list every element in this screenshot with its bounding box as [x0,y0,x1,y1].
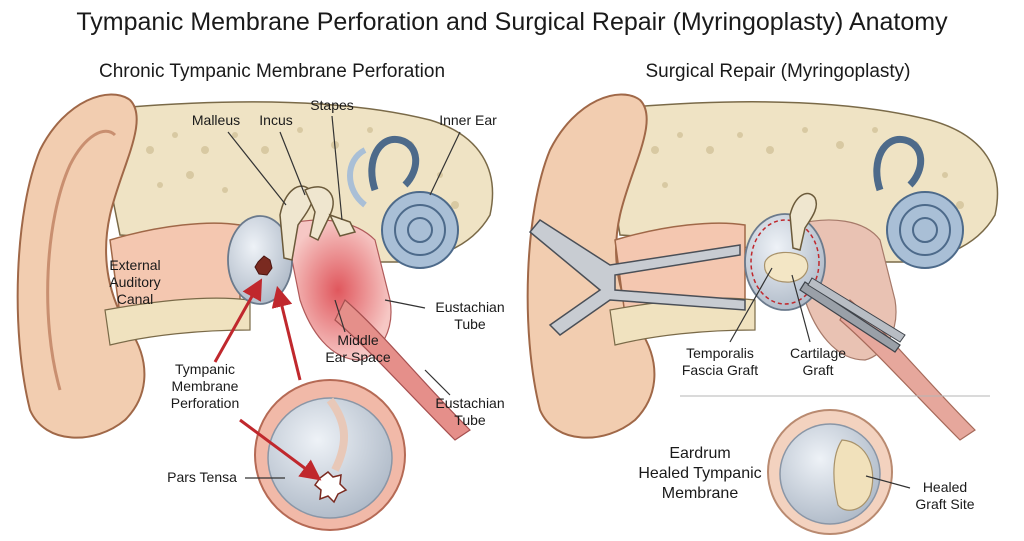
label-cartilage-2: Graft [802,362,833,378]
label-incus: Incus [259,112,292,128]
healed-inset [768,410,892,534]
label-inner-ear: Inner Ear [439,112,497,128]
label-canal-1: External [109,257,160,273]
label-perf-2: Membrane [172,378,239,394]
label-pars-tensa: Pars Tensa [167,469,237,485]
left-ear-illustration [18,94,493,440]
label-site-1: Healed [923,479,967,495]
label-stapes: Stapes [310,97,354,113]
label-eustachian-1b: Tube [454,316,486,332]
label-canal-2: Auditory [109,274,160,290]
arrow-to-inset [278,290,300,380]
right-ear-illustration [528,94,998,440]
label-healed-2: Membrane [662,485,739,502]
label-middle-1: Middle [337,332,378,348]
label-malleus: Malleus [192,112,240,128]
left-heading: Chronic Tympanic Membrane Perforation [99,61,445,82]
label-eardrum: Eardrum [669,445,730,462]
label-perf-1: Tympanic [175,361,235,377]
label-site-2: Graft Site [915,496,974,512]
label-healed-1: Healed Tympanic [638,465,761,482]
cartilage-graft [765,252,808,282]
label-cartilage-1: Cartilage [790,345,846,361]
perforation-inset [255,380,405,530]
label-canal-3: Canal [117,291,154,307]
label-perf-3: Perforation [171,395,239,411]
label-fascia-2: Fascia Graft [682,362,758,378]
label-eustachian-2a: Eustachian [435,395,504,411]
right-heading: Surgical Repair (Myringoplasty) [645,61,910,82]
label-eustachian-1a: Eustachian [435,299,504,315]
page-title: Tympanic Membrane Perforation and Surgic… [76,8,948,36]
label-eustachian-2b: Tube [454,412,486,428]
label-fascia-1: Temporalis [686,345,754,361]
label-middle-2: Ear Space [325,349,391,365]
